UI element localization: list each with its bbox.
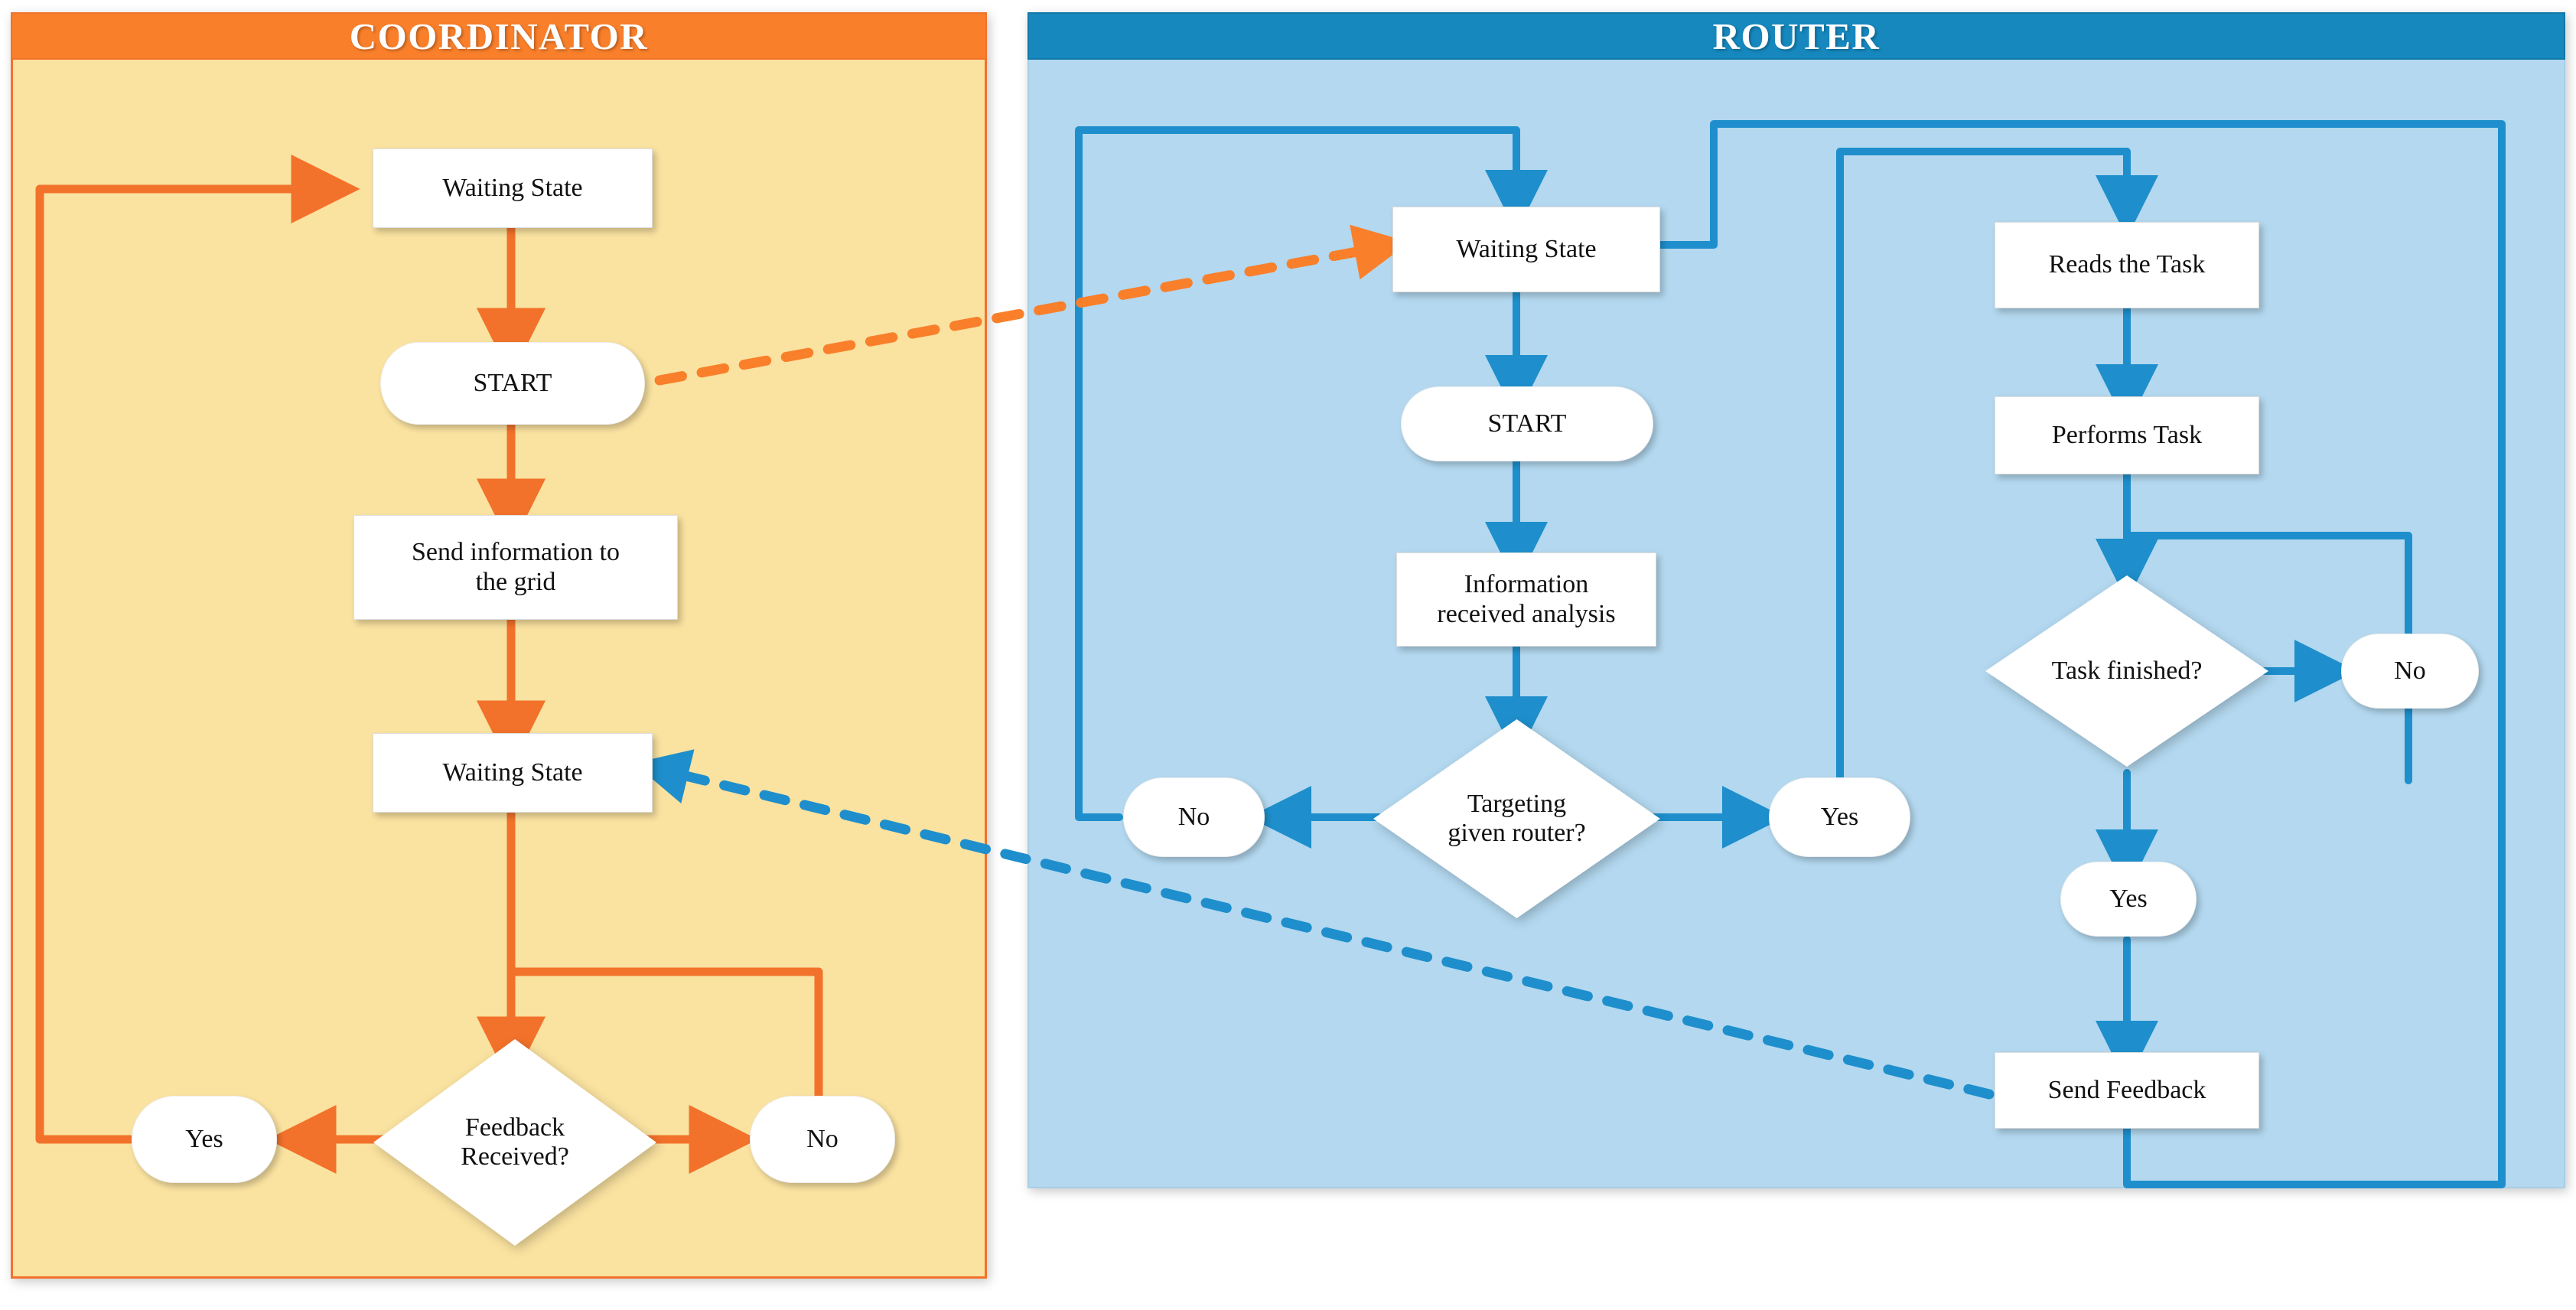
router-node-task-no[interactable]: No: [2341, 634, 2479, 709]
node-label-line1: Send information to: [412, 538, 620, 567]
node-label: No: [1177, 802, 1210, 831]
node-label: Send Feedback: [2047, 1075, 2206, 1104]
node-label: No: [2394, 656, 2426, 685]
node-label: Yes: [1820, 802, 1859, 831]
node-label: START: [1487, 409, 1567, 438]
router-node-targeting-yes[interactable]: Yes: [1769, 777, 1910, 857]
router-node-information-analysis[interactable]: Information received analysis: [1396, 552, 1656, 647]
diamond-label: Targeting given router?: [1373, 719, 1660, 918]
router-title: ROUTER: [1712, 15, 1881, 57]
node-label-line1: Targeting: [1467, 789, 1567, 818]
node-label: START: [473, 368, 552, 397]
router-node-task-yes[interactable]: Yes: [2060, 862, 2197, 937]
coordinator-node-start[interactable]: START: [380, 342, 645, 425]
node-label-line2: the grid: [475, 567, 556, 596]
node-label: Waiting State: [442, 758, 583, 787]
router-node-start[interactable]: START: [1401, 386, 1653, 461]
node-label: Performs Task: [2051, 420, 2203, 449]
router-decision-task-finished[interactable]: Task finished?: [1985, 575, 2268, 767]
coordinator-node-yes[interactable]: Yes: [132, 1096, 277, 1183]
node-label-line2: received analysis: [1437, 599, 1616, 628]
coordinator-header: COORDINATOR: [11, 12, 987, 60]
router-node-targeting-no[interactable]: No: [1123, 777, 1265, 857]
router-node-send-feedback[interactable]: Send Feedback: [1995, 1052, 2259, 1129]
node-label: Waiting State: [442, 173, 583, 202]
node-label: Task finished?: [2051, 656, 2203, 685]
node-label: Waiting State: [1456, 234, 1597, 263]
coordinator-node-waiting-state-top[interactable]: Waiting State: [373, 148, 653, 228]
router-panel: ROUTER: [1027, 12, 2565, 1188]
node-label: Yes: [2109, 884, 2148, 913]
router-node-performs-task[interactable]: Performs Task: [1995, 396, 2259, 474]
node-label-line1: Feedback: [464, 1113, 565, 1142]
diamond-label: Feedback Received?: [373, 1039, 656, 1246]
node-label: Yes: [185, 1124, 223, 1153]
node-label: Reads the Task: [2048, 250, 2206, 279]
coordinator-node-waiting-state-bottom[interactable]: Waiting State: [373, 733, 653, 813]
node-label-line2: Received?: [461, 1142, 569, 1171]
coordinator-title: COORDINATOR: [349, 15, 649, 57]
node-label-line2: given router?: [1448, 819, 1586, 847]
coordinator-node-no[interactable]: No: [750, 1096, 895, 1183]
router-node-waiting-state[interactable]: Waiting State: [1392, 207, 1660, 292]
coordinator-node-send-information[interactable]: Send information to the grid: [353, 515, 678, 620]
diamond-label: Task finished?: [1985, 575, 2268, 767]
router-node-reads-the-task[interactable]: Reads the Task: [1995, 222, 2259, 308]
coordinator-decision-feedback-received[interactable]: Feedback Received?: [373, 1039, 656, 1246]
router-body: [1027, 60, 2565, 1188]
router-decision-targeting-given-router[interactable]: Targeting given router?: [1373, 719, 1660, 918]
router-header: ROUTER: [1027, 12, 2565, 60]
node-label: No: [806, 1124, 839, 1153]
node-label-line1: Information: [1464, 570, 1589, 599]
